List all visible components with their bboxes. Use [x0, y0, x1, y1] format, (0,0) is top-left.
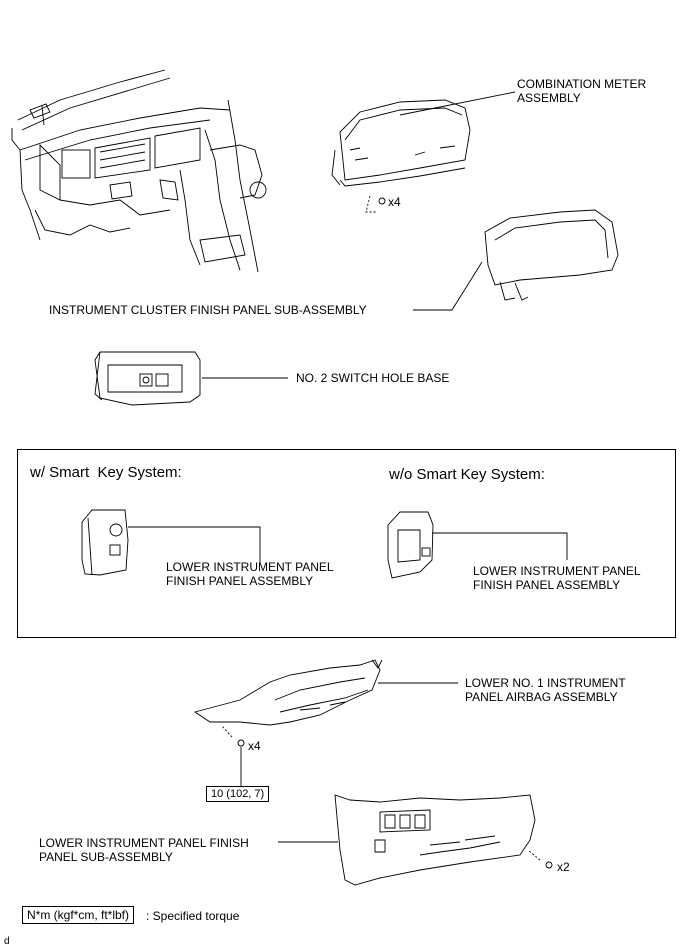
label-combination-meter: COMBINATION METER ASSEMBLY	[517, 77, 647, 105]
torque-value-box: 10 (102, 7)	[206, 786, 270, 802]
corner-mark: d	[4, 936, 10, 947]
qty-combination-meter: x4	[388, 195, 401, 209]
label-lower-finish-assy-smart: LOWER INSTRUMENT PANEL FINISH PANEL ASSE…	[166, 560, 334, 588]
lower-finish-panel-sub-illustration	[334, 794, 553, 886]
legend-unit-box: N*m (kgf*cm, ft*lbf)	[22, 906, 135, 924]
cluster-finish-panel-illustration	[484, 209, 619, 301]
nosmart-key-panel-illustration	[387, 511, 434, 579]
label-cluster-finish-panel: INSTRUMENT CLUSTER FINISH PANEL SUB-ASSE…	[49, 303, 367, 317]
leader-smart-key-panel	[128, 526, 261, 563]
heading-without-smart-key: w/o Smart Key System:	[389, 466, 545, 483]
label-lower-finish-sub: LOWER INSTRUMENT PANEL FINISH PANEL SUB-…	[39, 836, 249, 864]
qty-airbag: x4	[248, 739, 261, 753]
qty-lower-finish-sub: x2	[557, 860, 570, 874]
dashboard-illustration	[11, 69, 267, 273]
leader-combination-meter	[399, 91, 516, 116]
smart-key-panel-illustration	[81, 509, 129, 576]
heading-with-smart-key: w/ Smart Key System:	[30, 464, 182, 481]
airbag-illustration	[193, 659, 383, 747]
switch-hole-base-illustration	[94, 351, 201, 406]
leader-cluster-finish	[413, 261, 483, 311]
variant-frame	[17, 449, 676, 638]
label-switch-hole-base: NO. 2 SWITCH HOLE BASE	[296, 371, 450, 385]
label-airbag-assembly: LOWER NO. 1 INSTRUMENT PANEL AIRBAG ASSE…	[465, 676, 626, 704]
combination-meter-illustration	[331, 99, 471, 213]
leader-nosmart-key-panel	[432, 532, 568, 560]
legend-text: : Specified torque	[146, 909, 240, 923]
label-lower-finish-assy-nosmart: LOWER INSTRUMENT PANEL FINISH PANEL ASSE…	[473, 564, 641, 592]
